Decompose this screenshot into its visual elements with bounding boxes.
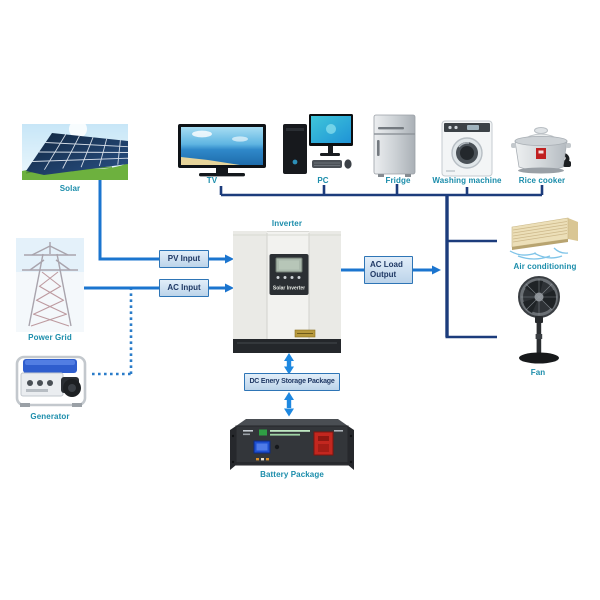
air-conditioning-label: Air conditioning	[513, 262, 577, 271]
tv-illustration	[178, 124, 266, 180]
inverter-illustration: Solar Inverter	[233, 231, 341, 353]
washing-machine-label: Washing machine	[432, 176, 502, 185]
ac-input-box: AC Input	[159, 279, 209, 297]
battery-package-illustration	[230, 417, 354, 471]
inverter-label: Inverter	[271, 219, 303, 228]
fridge-label: Fridge	[385, 176, 411, 185]
pc-label: PC	[317, 176, 329, 185]
solar-label: Solar	[59, 184, 81, 193]
inverter-panel-text: Solar Inverter	[273, 286, 305, 292]
generator-label: Generator	[30, 412, 70, 421]
fan-illustration	[512, 276, 564, 366]
pv-input-box: PV Input	[159, 250, 209, 268]
ac-load-output-box: AC Load Output	[364, 256, 413, 284]
fridge-illustration	[372, 114, 417, 178]
rice-cooker-label: Rice cooker	[518, 176, 566, 185]
washing-machine-illustration	[441, 119, 493, 178]
power-grid-tower-illustration	[16, 238, 84, 332]
rice-cooker-illustration	[511, 126, 575, 176]
power-grid-label: Power Grid	[28, 333, 72, 342]
tv-label: TV	[206, 176, 218, 185]
pc-illustration	[283, 114, 353, 178]
battery-package-label: Battery Package	[260, 470, 324, 479]
dc-energy-storage-box: DC Enery Storage Package	[244, 373, 340, 391]
generator-illustration	[14, 350, 96, 410]
fan-label: Fan	[530, 368, 546, 377]
air-conditioner-illustration	[508, 214, 580, 262]
solar-panel-illustration	[22, 124, 128, 180]
